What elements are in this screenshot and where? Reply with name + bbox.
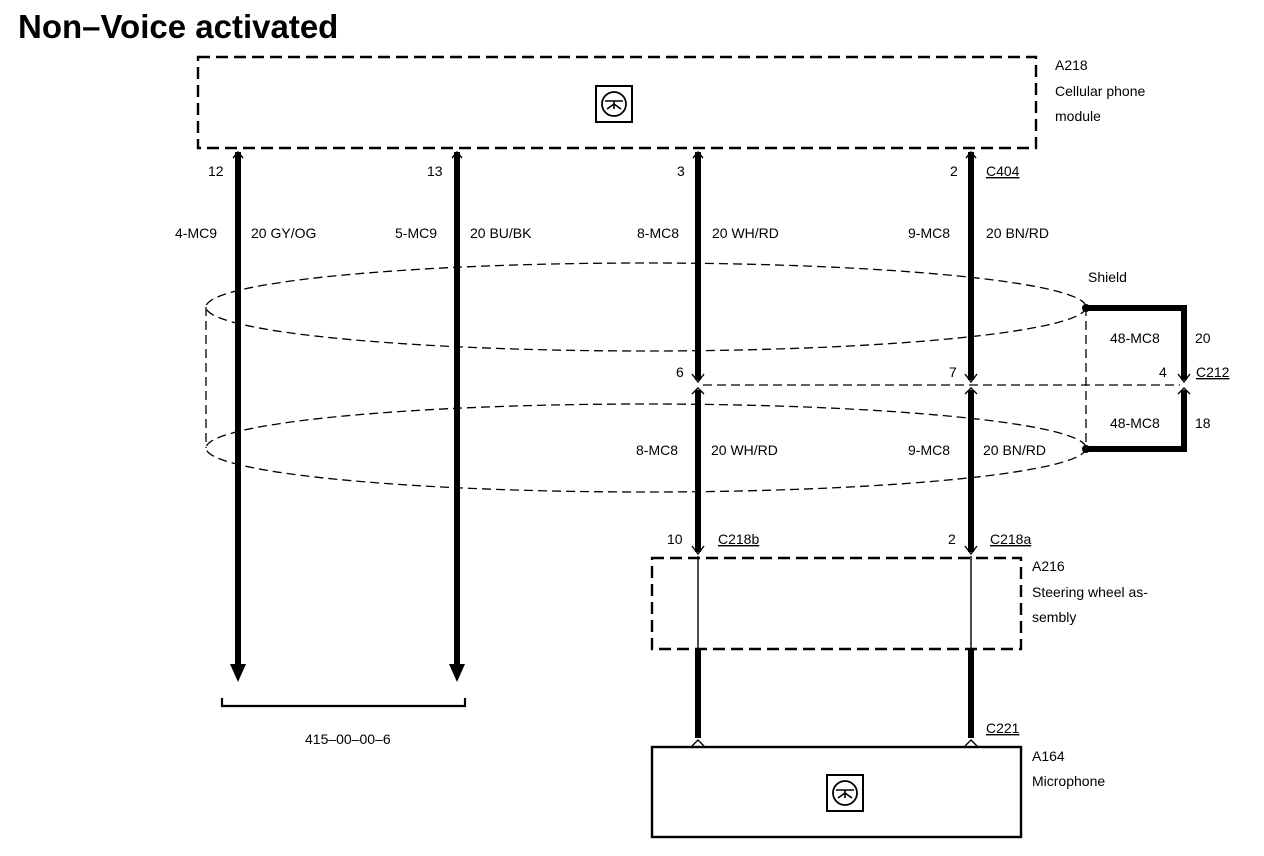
- c212-pin-marks: [691, 373, 1191, 395]
- a164-name-line1: Microphone: [1032, 773, 1105, 789]
- c221-pin-marks: [691, 739, 978, 747]
- c404-pin-marks: [232, 150, 977, 159]
- wire-9-mc8-upper-spec: 20 BN/RD: [986, 225, 1049, 241]
- wire-5-mc9-arrow-icon: [449, 664, 465, 682]
- wire-5-mc9-spec: 20 BU/BK: [470, 225, 532, 241]
- c218b-pin-10: 10: [667, 531, 683, 547]
- a218-name-line2: module: [1055, 108, 1101, 124]
- c404-pin-13: 13: [427, 163, 443, 179]
- a216-name-line2: sembly: [1032, 609, 1076, 625]
- c212-pin-6: 6: [676, 364, 684, 380]
- shield-drain-upper-wire: [1088, 305, 1187, 380]
- connector-c218b: C218b: [718, 531, 759, 547]
- reference-bracket: [220, 698, 467, 708]
- reference-number: 415–00–00–6: [305, 731, 391, 747]
- a164-microphone-symbol-icon: [826, 774, 864, 812]
- wire-9-mc8-lower-circuit: 9-MC8: [908, 442, 950, 458]
- a218-name-line1: Cellular phone: [1055, 83, 1145, 99]
- a164-id: A164: [1032, 748, 1065, 764]
- wire-8-mc8-lower-circuit: 8-MC8: [636, 442, 678, 458]
- c212-pin-7: 7: [949, 364, 957, 380]
- c218a-pin-2: 2: [948, 531, 956, 547]
- wire-5-mc9-circuit: 5-MC9: [395, 225, 437, 241]
- c404-pin-3: 3: [677, 163, 685, 179]
- wire-8-mc8-upper-circuit: 8-MC8: [637, 225, 679, 241]
- c404-pin-12: 12: [208, 163, 224, 179]
- a216-name-line1: Steering wheel as-: [1032, 584, 1148, 600]
- wire-8-mc8-lower-spec: 20 WH/RD: [711, 442, 778, 458]
- shield-drain-upper-circuit: 48-MC8: [1110, 330, 1160, 346]
- c404-pin-2: 2: [950, 163, 958, 179]
- shield-drain-lower-wire: [1088, 390, 1187, 452]
- connector-c404: C404: [986, 163, 1020, 179]
- wire-4-mc9-spec: 20 GY/OG: [251, 225, 316, 241]
- connector-c221: C221: [986, 720, 1020, 736]
- a218-module-symbol-icon: [595, 85, 633, 123]
- wire-4-mc9-arrow-icon: [230, 664, 246, 682]
- shield-label: Shield: [1088, 269, 1127, 285]
- a218-id: A218: [1055, 57, 1088, 73]
- a216-id: A216: [1032, 558, 1065, 574]
- shield-drain-upper-gauge: 20: [1195, 330, 1211, 346]
- page-title: Non–Voice activated: [18, 8, 338, 45]
- shield-drain-lower-circuit: 48-MC8: [1110, 415, 1160, 431]
- connector-c212: C212: [1196, 364, 1230, 380]
- wire-9-mc8-lower-spec: 20 BN/RD: [983, 442, 1046, 458]
- wire-8-mc8-upper-spec: 20 WH/RD: [712, 225, 779, 241]
- c212-pin-4: 4: [1159, 364, 1167, 380]
- wire-4-mc9-circuit: 4-MC9: [175, 225, 217, 241]
- a218-module-box: [196, 55, 1038, 150]
- shield-drain-lower-gauge: 18: [1195, 415, 1211, 431]
- wire-9-mc8-upper-circuit: 9-MC8: [908, 225, 950, 241]
- a216-steering-wheel-box: [650, 556, 1023, 651]
- c218-pin-marks: [691, 545, 978, 556]
- connector-c218a: C218a: [990, 531, 1031, 547]
- a164-microphone-box: [650, 745, 1023, 839]
